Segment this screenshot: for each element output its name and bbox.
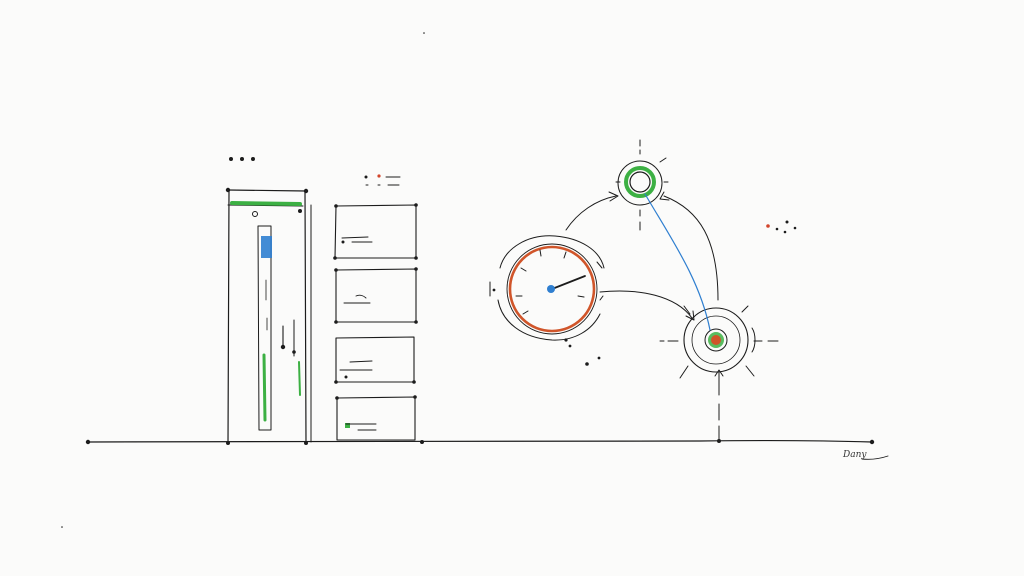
top-node: [615, 139, 669, 231]
server-stack: [333, 174, 418, 441]
connectors: [565, 191, 719, 331]
signature: Dany: [842, 450, 889, 460]
decorative-marks: [61, 32, 797, 528]
baseline: [85, 439, 875, 445]
server-rack: [225, 157, 312, 445]
right-node: [659, 305, 779, 441]
gauge: [489, 235, 605, 366]
signature-text: Dany: [842, 450, 867, 460]
